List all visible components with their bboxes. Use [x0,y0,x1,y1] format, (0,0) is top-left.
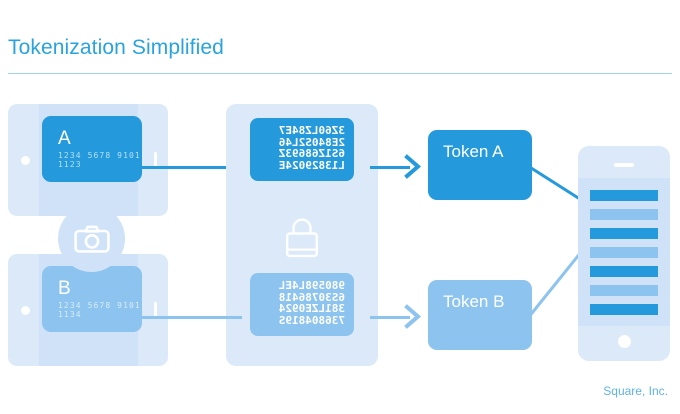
title-divider [8,73,672,74]
card-letter-a: A [58,128,71,149]
phone-side-notch [154,151,157,169]
encryption-panel: 3Z60LZ84E7 2E840S2L46 6S1Z68693Z L138290… [226,104,378,366]
phone-home-button[interactable] [617,335,631,348]
token-list-row [590,304,658,315]
arrowhead-token-a [404,154,422,179]
arrowhead-token-b [404,304,422,329]
connector-encryption-to-token-a [370,166,410,169]
lock-icon [286,218,319,258]
encrypted-text-b: 980598L4EL 6S30786418 381LZE0924 7368048… [278,279,345,327]
token-list-row [590,228,658,239]
card-number-b: 1234 5678 9101 1134 [58,301,141,319]
connector-card-a-to-encryption [142,166,242,169]
credit-card-b[interactable]: B 1234 5678 9101 1134 [42,266,142,332]
phone-sensor-dot [21,305,30,315]
token-list-row [590,285,658,296]
phone-side-notch [154,301,157,319]
camera-icon [73,225,110,253]
encrypted-block-b: 980598L4EL 6S30786418 381LZE0924 7368048… [250,273,354,336]
credit-card-a[interactable]: A 1234 5678 9101 1123 [42,116,142,182]
phone-sensor-dot [21,155,30,165]
token-b-label: Token B [443,292,505,311]
token-list-row [590,266,658,277]
token-a-box[interactable]: Token A [428,130,532,200]
token-b-box[interactable]: Token B [428,280,532,350]
connector-card-b-to-encryption [142,316,242,319]
encrypted-text-a: 3Z60LZ84E7 2E840S2L46 6S1Z68693Z L138290… [278,124,345,172]
card-number-a: 1234 5678 9101 1123 [58,151,141,169]
lock-icon-wrap [284,216,320,258]
camera-capture-badge[interactable] [58,205,125,272]
destination-phone-screen [578,178,670,326]
phone-speaker [614,163,634,167]
destination-phone [578,146,670,361]
connector-encryption-to-token-b [370,316,410,319]
card-letter-b: B [58,278,71,299]
attribution-text: Square, Inc. [603,384,668,398]
token-list-row [590,209,658,220]
encrypted-block-a: 3Z60LZ84E7 2E840S2L46 6S1Z68693Z L138290… [250,118,354,181]
token-list-row [590,247,658,258]
token-list-row [590,190,658,201]
token-a-label: Token A [443,142,504,161]
diagram-stage: A 1234 5678 9101 1123 3Z60LZ84E7 2E840S2… [0,90,680,380]
page-title: Tokenization Simplified [8,36,224,59]
